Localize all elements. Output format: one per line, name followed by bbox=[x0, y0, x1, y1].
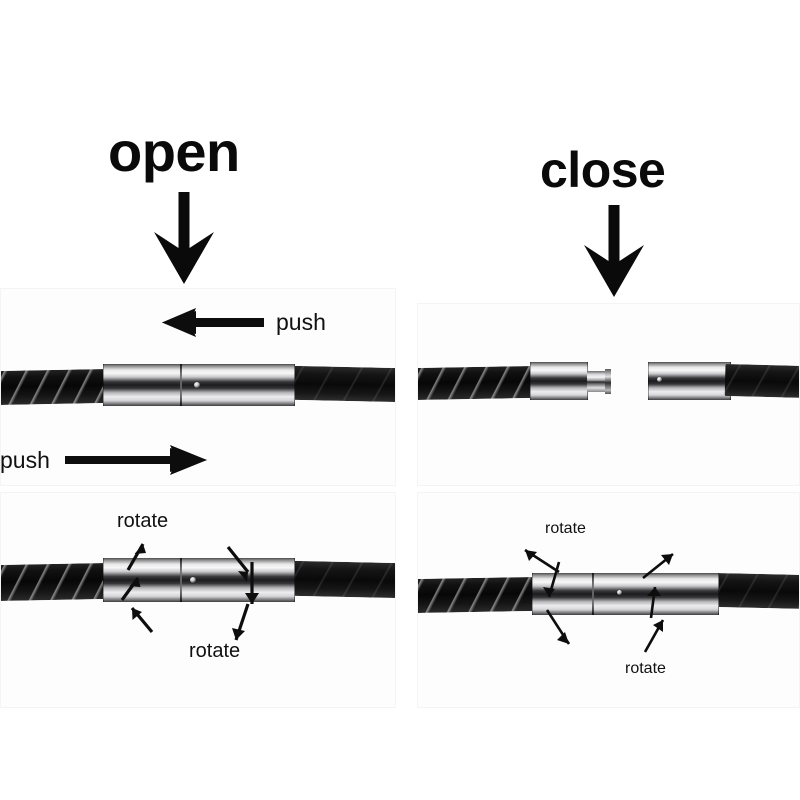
rotate-label-bottom: rotate bbox=[625, 660, 666, 677]
clasp-tube-right bbox=[648, 362, 731, 400]
cord-right bbox=[287, 560, 396, 599]
push-label-bottom: push bbox=[0, 447, 50, 473]
arrow-down-icon bbox=[148, 192, 220, 291]
clasp-pin bbox=[587, 371, 607, 392]
cord-right bbox=[712, 572, 800, 610]
arrow-down-icon bbox=[578, 205, 650, 304]
clasp-pinhole bbox=[617, 590, 622, 595]
cord-left bbox=[0, 368, 109, 406]
clasp-tube-left bbox=[103, 558, 181, 602]
clasp-pinhole bbox=[190, 577, 196, 583]
clasp-pinhole bbox=[657, 377, 662, 382]
clasp-tube-right bbox=[593, 573, 719, 615]
cord-left bbox=[417, 365, 536, 401]
cord-left bbox=[0, 562, 109, 602]
rotate-label-top: rotate bbox=[545, 520, 586, 537]
cord-left bbox=[417, 576, 538, 614]
rotate-label-top: rotate bbox=[117, 510, 169, 532]
push-arrow-right-icon bbox=[65, 445, 207, 475]
panel-open-push: push push bbox=[0, 288, 396, 486]
clasp-pin-cap bbox=[605, 369, 611, 394]
close-heading: close bbox=[540, 142, 666, 198]
clasp-pinhole bbox=[194, 382, 200, 388]
panel-open-rotate: rotate rotate bbox=[0, 492, 396, 708]
open-heading: open bbox=[108, 120, 240, 183]
clasp-tube-right bbox=[181, 364, 295, 406]
push-label-top: push bbox=[276, 309, 326, 335]
cord-right bbox=[287, 365, 396, 403]
panel-close-rotate: rotate rotate bbox=[417, 492, 800, 708]
clasp-tube-left bbox=[532, 573, 593, 615]
push-arrow-left-icon bbox=[162, 308, 264, 337]
clasp-seam bbox=[180, 558, 182, 602]
clasp-tube-left bbox=[103, 364, 181, 406]
clasp-seam bbox=[180, 364, 182, 406]
cord-right bbox=[724, 364, 800, 398]
rotate-label-bottom: rotate bbox=[189, 640, 241, 662]
clasp-tube-right bbox=[181, 558, 295, 602]
panel-close-separated bbox=[417, 303, 800, 486]
clasp-tube-left bbox=[530, 362, 588, 400]
clasp-seam bbox=[592, 573, 594, 615]
